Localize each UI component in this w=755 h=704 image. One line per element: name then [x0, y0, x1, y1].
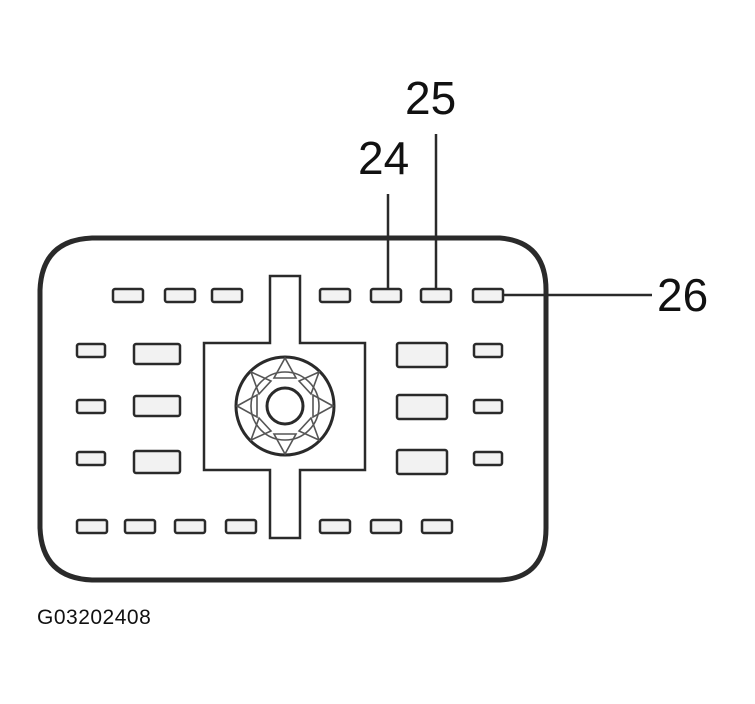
left-large-cavities: [132, 342, 182, 475]
top-row-cavities: [111, 287, 505, 304]
large-cavity: [132, 394, 182, 418]
left-column-cavities: [75, 342, 107, 467]
cavity: [173, 518, 207, 535]
cavity: [369, 518, 403, 535]
cavity: [420, 518, 454, 535]
cavity: [472, 398, 504, 415]
cavity: [163, 287, 197, 304]
cavity: [75, 518, 109, 535]
center-circle: [234, 355, 336, 457]
cavity: [224, 518, 258, 535]
pin-label-24: 24: [358, 132, 409, 184]
large-cavity: [395, 341, 449, 369]
cavity: [472, 342, 504, 359]
right-column-cavities: [472, 342, 504, 467]
large-cavity: [395, 448, 449, 476]
cavity: [111, 287, 145, 304]
cavity: [472, 450, 504, 467]
right-large-cavities: [395, 341, 449, 476]
pin-label-25: 25: [405, 72, 456, 124]
large-cavity: [395, 393, 449, 421]
pin-label-26: 26: [657, 269, 708, 321]
cavity: [210, 287, 244, 304]
cavity-pin-25: [419, 287, 453, 304]
figure-id: G03202408: [37, 606, 152, 629]
large-cavity: [132, 342, 182, 366]
cavity-pin-26: [471, 287, 505, 304]
cavity: [75, 342, 107, 359]
cavity: [318, 518, 352, 535]
large-cavity: [132, 449, 182, 475]
cavity: [123, 518, 157, 535]
cavity: [75, 398, 107, 415]
cavity: [75, 450, 107, 467]
bottom-row-cavities: [75, 518, 454, 535]
cavity: [318, 287, 352, 304]
cavity-pin-24: [369, 287, 403, 304]
